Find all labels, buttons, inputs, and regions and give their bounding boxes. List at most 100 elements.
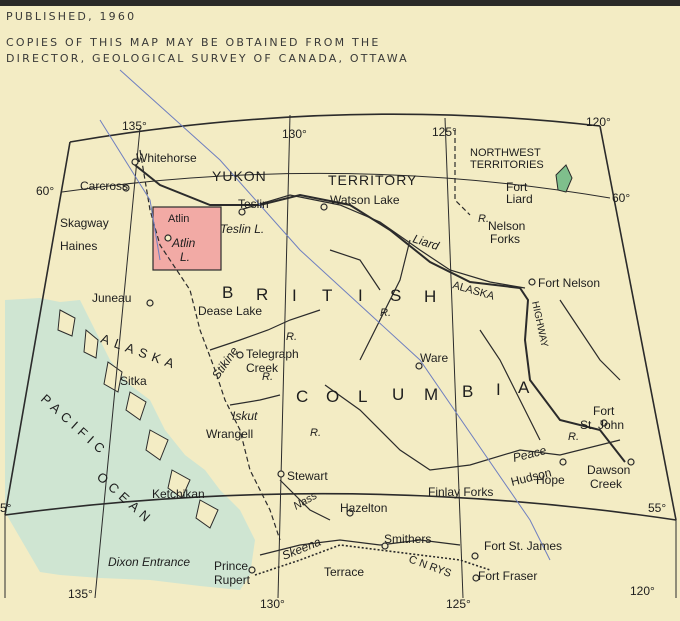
place-telegraph-1: Telegraph <box>246 347 299 361</box>
place-nelson-forks-2: Forks <box>490 232 520 246</box>
town-markers <box>122 158 635 582</box>
place-wrangell: Wrangell <box>206 427 253 441</box>
place-dease-lake: Dease Lake <box>198 304 262 318</box>
river-skeena: Skeena <box>280 534 323 562</box>
lon-135-bottom: 135° <box>68 587 93 601</box>
alaska-highway <box>134 164 626 463</box>
lon-130-top: 130° <box>282 127 307 141</box>
map-frame <box>4 113 677 521</box>
place-hudson-hope-2: Hope <box>536 473 565 487</box>
atlin-map-area <box>152 206 222 271</box>
place-teslin: Teslin <box>238 197 269 211</box>
svg-text:A: A <box>518 378 530 397</box>
rivers <box>209 194 621 556</box>
pacific-ocean <box>5 298 255 590</box>
place-fort-liard-1: Fort <box>506 180 528 194</box>
svg-text:A: A <box>99 331 113 348</box>
place-fort-st-john-2: St. John <box>580 418 624 432</box>
svg-text:K: K <box>150 349 164 366</box>
river-r-4: R. <box>310 427 321 439</box>
published-note: PUBLISHED, 1960 <box>6 10 137 23</box>
region-yukon: YUKON <box>212 168 267 184</box>
river-iskut: Iskut <box>232 409 258 423</box>
svg-text:O: O <box>326 387 339 406</box>
place-atlin-lake-2: L. <box>180 250 190 264</box>
place-hazelton: Hazelton <box>340 501 387 515</box>
svg-text:I: I <box>358 286 363 305</box>
atlin-area-label: Atlin <box>168 213 189 225</box>
place-telegraph-2: Creek <box>246 361 279 375</box>
svg-text:B: B <box>222 283 233 302</box>
place-fort-fraser: Fort Fraser <box>478 569 537 583</box>
place-fort-nelson: Fort Nelson <box>538 276 600 290</box>
place-finlay-forks: Finlay Forks <box>428 485 493 499</box>
lat-55-right: 55° <box>648 501 666 515</box>
svg-text:I: I <box>292 286 297 305</box>
svg-text:U: U <box>392 385 404 404</box>
place-skagway: Skagway <box>60 216 109 230</box>
river-r-3: R. <box>262 371 273 383</box>
place-smithers: Smithers <box>384 532 431 546</box>
region-nwt-2: TERRITORIES <box>470 159 544 171</box>
place-sitka: Sitka <box>120 374 147 388</box>
coastal-islands <box>57 309 219 529</box>
svg-text:I: I <box>496 380 501 399</box>
river-r-2: R. <box>286 331 297 343</box>
place-ketchikan: Ketchikan <box>152 487 205 501</box>
place-dixon-entrance: Dixon Entrance <box>108 555 190 569</box>
place-dawson-creek-2: Creek <box>590 477 623 491</box>
river-r-6: R. <box>380 307 391 319</box>
svg-text:L: L <box>358 387 367 406</box>
place-ware: Ware <box>420 351 449 365</box>
river-r-5: R. <box>568 431 579 443</box>
lon-120-top: 120° <box>586 115 611 129</box>
lat-55-left: 5° <box>0 501 12 515</box>
svg-text:T: T <box>322 286 332 305</box>
copies-note-line2: DIRECTOR, GEOLOGICAL SURVEY OF CANADA, O… <box>6 52 409 65</box>
lon-135-top: 135° <box>122 119 147 133</box>
place-watson-lake: Watson Lake <box>330 193 400 207</box>
place-carcross: Carcross <box>80 179 128 193</box>
region-columbia: C O L U M B I A <box>296 378 530 406</box>
place-fort-st-james: Fort St. James <box>484 539 562 553</box>
svg-text:R: R <box>256 285 268 304</box>
lat-60-left: 60° <box>36 184 54 198</box>
place-haines: Haines <box>60 239 97 253</box>
svg-text:L: L <box>112 336 124 353</box>
svg-text:M: M <box>424 385 438 404</box>
place-prince-rupert-2: Rupert <box>214 573 251 587</box>
place-fort-st-john-1: Fort <box>593 404 615 418</box>
nwt-lake <box>555 164 573 193</box>
svg-text:H: H <box>424 287 436 306</box>
top-border <box>0 0 680 6</box>
place-teslin-lake: Teslin L. <box>220 222 264 236</box>
copies-note-line1: COPIES OF THIS MAP MAY BE OBTAINED FROM … <box>6 36 381 49</box>
river-stikine: Stikine <box>209 344 241 382</box>
region-british: B R I T I S H <box>222 283 436 306</box>
place-fort-liard-2: Liard <box>506 192 533 206</box>
place-terrace: Terrace <box>324 565 364 579</box>
svg-text:S: S <box>390 286 401 305</box>
place-dawson-creek-1: Dawson <box>587 463 630 477</box>
svg-text:S: S <box>136 344 150 361</box>
place-stewart: Stewart <box>287 469 328 483</box>
svg-text:C: C <box>296 387 308 406</box>
survey-lines <box>99 69 551 561</box>
place-nelson-forks-1: Nelson <box>488 219 525 233</box>
place-prince-rupert-1: Prince <box>214 559 248 573</box>
svg-text:B: B <box>462 382 473 401</box>
river-peace: Peace <box>511 443 548 465</box>
label-highway: HIGHWAY <box>529 300 550 348</box>
place-juneau: Juneau <box>92 291 131 305</box>
place-whitehorse: Whitehorse <box>136 151 197 165</box>
lon-120-bottom: 120° <box>630 584 655 598</box>
region-nwt-1: NORTHWEST <box>470 147 541 159</box>
place-atlin-lake-1: Atlin <box>171 236 196 250</box>
river-r-1: R. <box>478 213 489 225</box>
region-territory: TERRITORY <box>328 172 417 188</box>
svg-text:A: A <box>123 340 137 357</box>
lon-125-bottom: 125° <box>446 597 471 611</box>
lon-130-bottom: 130° <box>260 597 285 611</box>
lat-60-right: 60° <box>612 191 630 205</box>
